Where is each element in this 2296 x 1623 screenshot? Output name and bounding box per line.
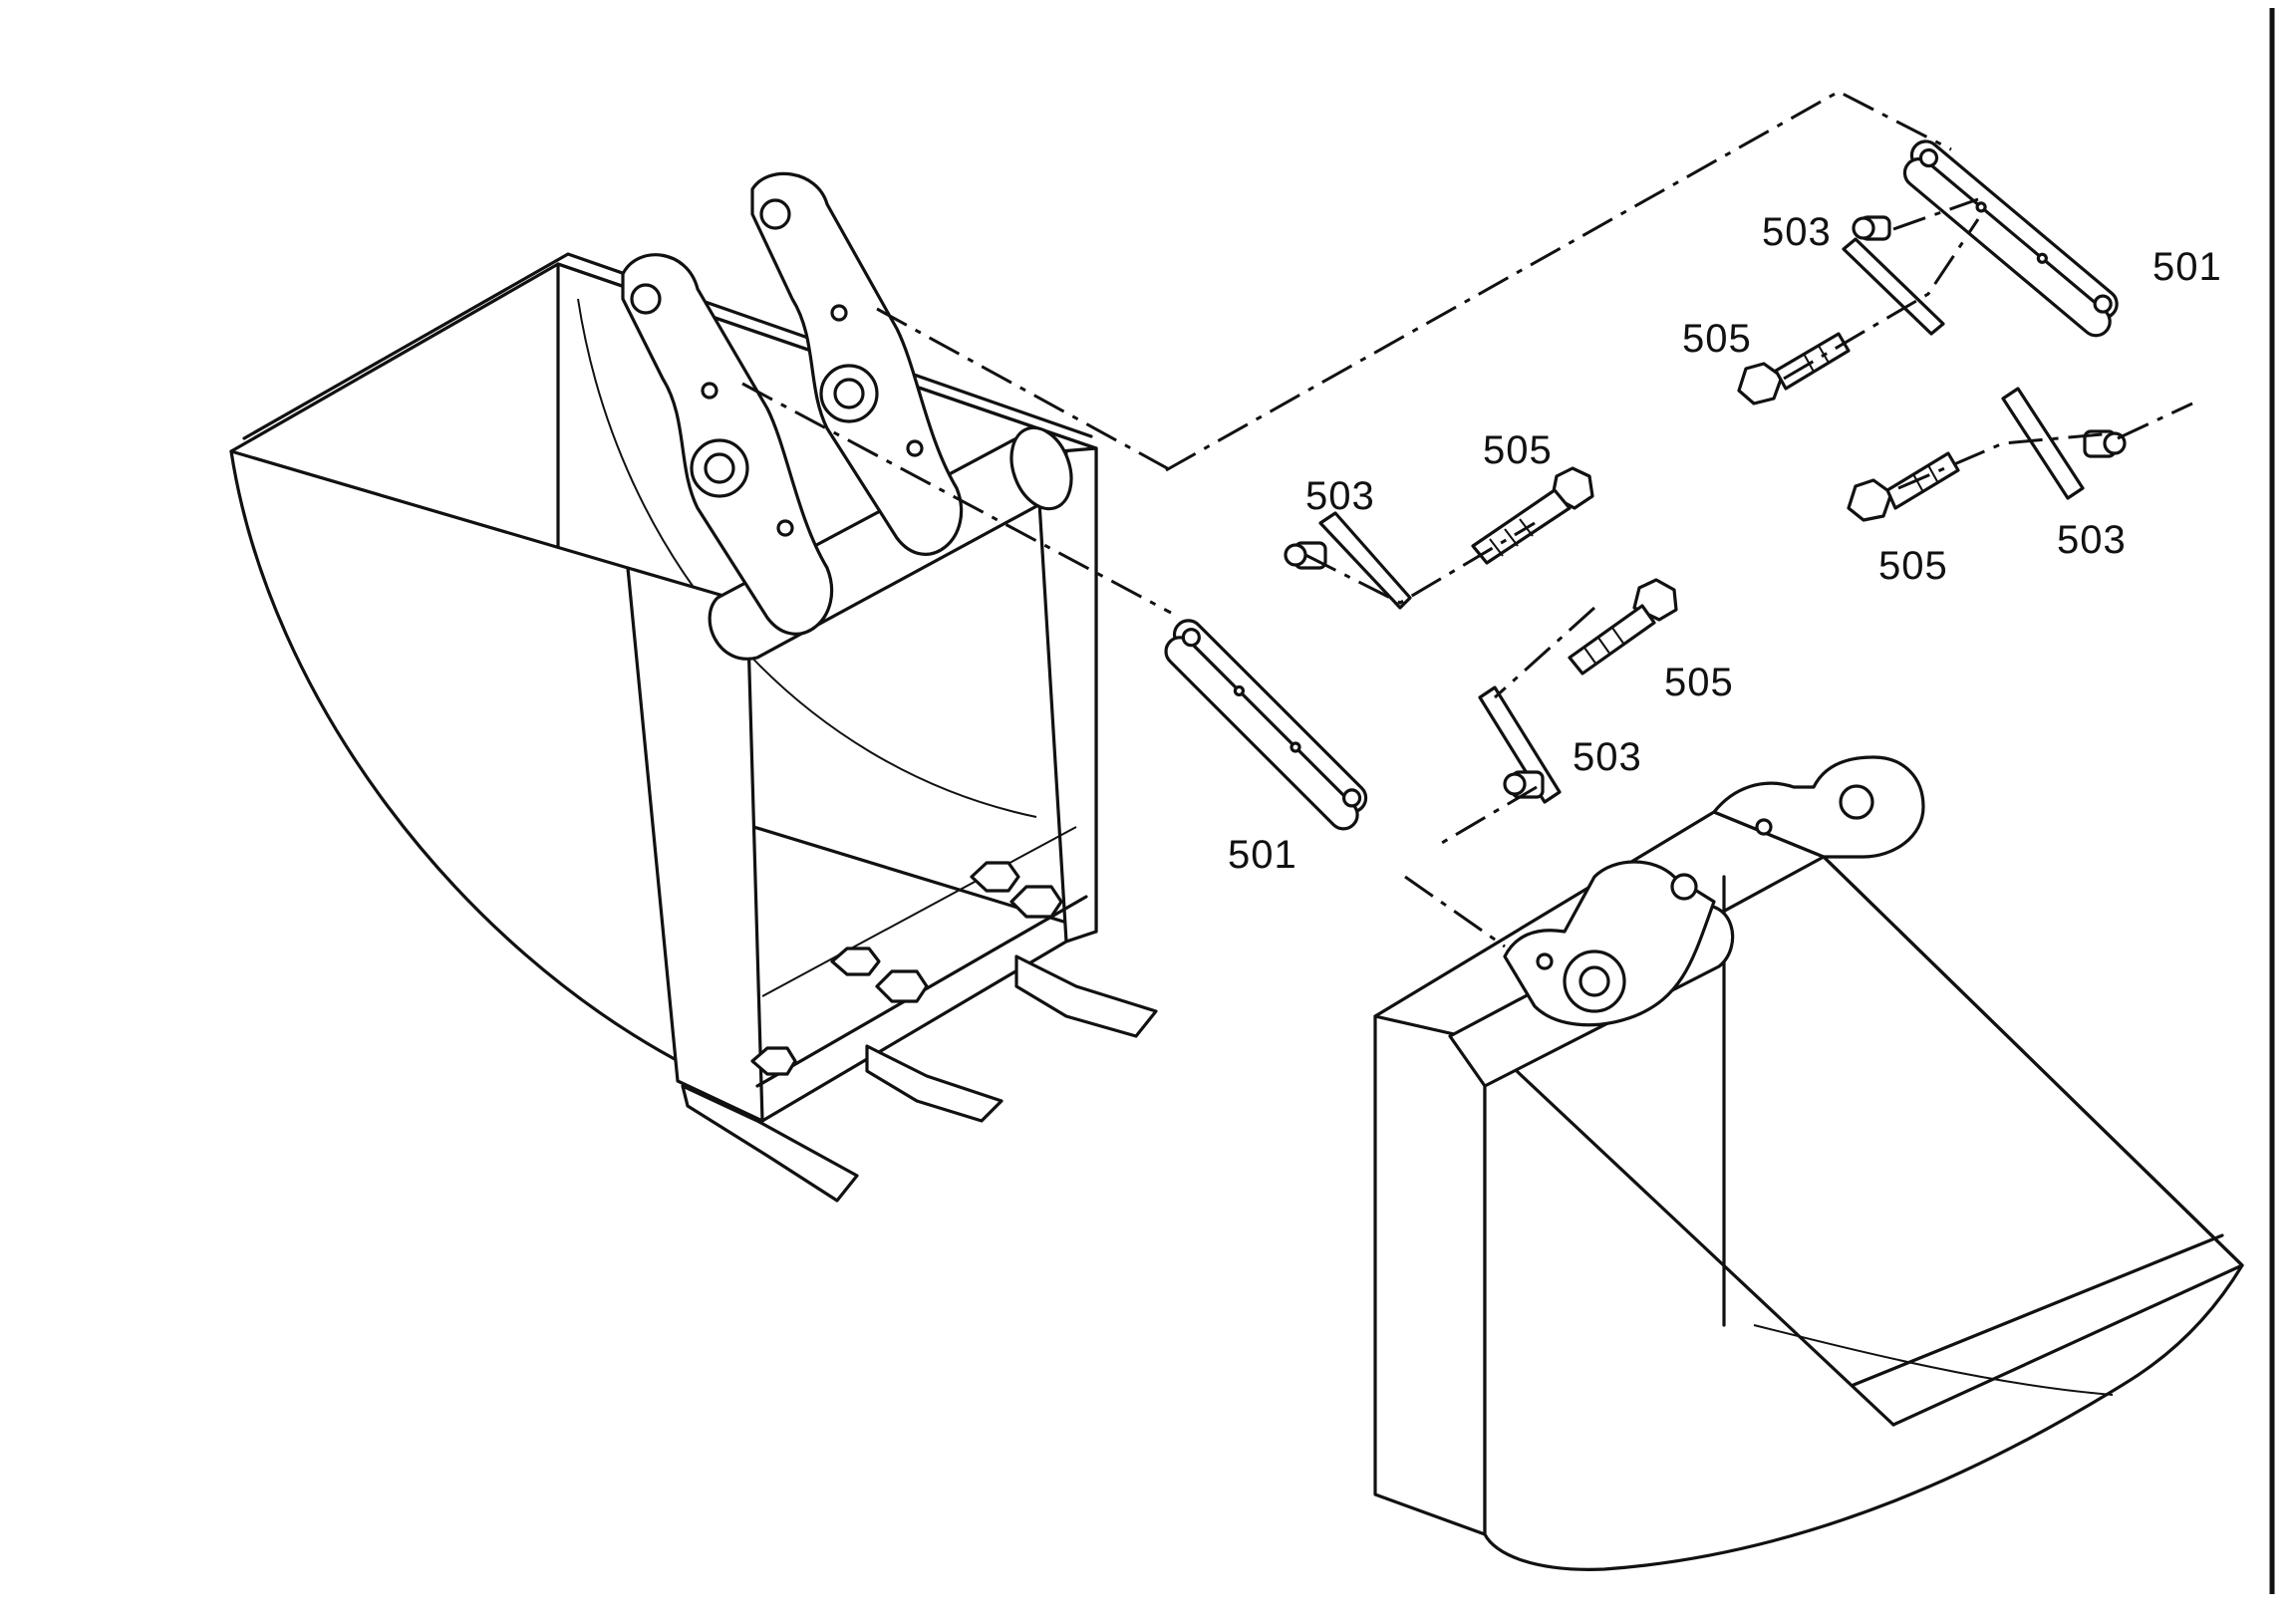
part-label-505-upper-left: 505: [1483, 428, 1553, 472]
pin-lower-right: [2001, 387, 2127, 500]
part-label-505-middle: 505: [1664, 661, 1734, 704]
bolt-upper-right: [1737, 332, 1851, 406]
bolt-upper-left: [1471, 466, 1594, 565]
pin-upper-left: [1284, 511, 1412, 610]
assembly-centerlines: [741, 90, 2193, 948]
pin-middle: [1478, 685, 1562, 804]
bucket-with-teeth: [229, 171, 1158, 1203]
part-label-503-middle: 503: [1573, 735, 1642, 779]
part-label-501-upper-right: 501: [2152, 245, 2222, 289]
bolt-lower-right: [1847, 451, 1960, 522]
part-label-505-lower-right: 505: [1878, 544, 1948, 588]
part-label-503-upper-left: 503: [1305, 474, 1375, 518]
link-upper-right: [1902, 139, 2119, 338]
bolt-middle: [1568, 578, 1678, 676]
part-label-503-upper-right: 503: [1762, 210, 1832, 254]
bucket-plain: [1373, 755, 2244, 1571]
link-lower-left: [1164, 619, 1368, 831]
part-label-503-lower-right: 503: [2057, 518, 2127, 562]
part-label-505-upper-right: 505: [1682, 317, 1752, 361]
part-label-501-lower-left: 501: [1228, 833, 1297, 877]
pin-upper-right: [1842, 215, 1945, 336]
